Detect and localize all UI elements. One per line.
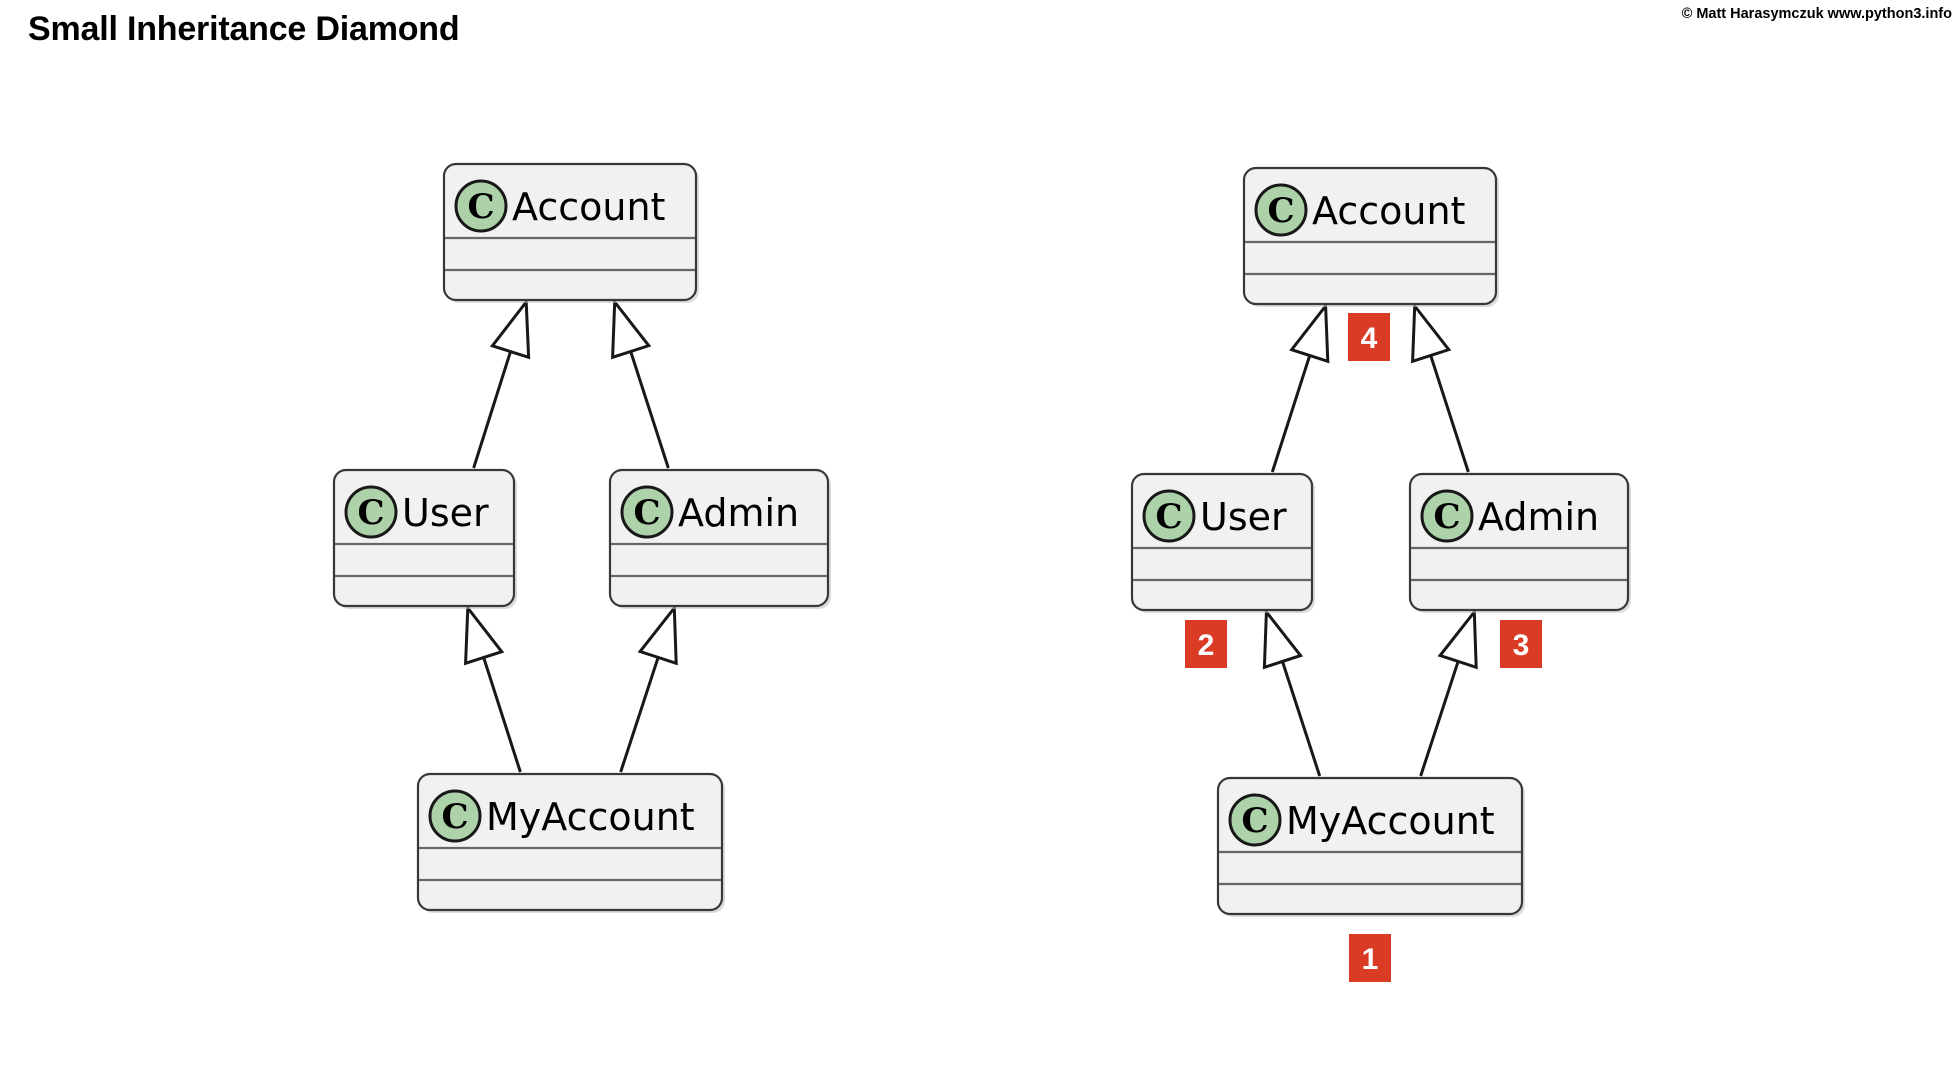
class-stereotype-icon <box>1142 489 1196 543</box>
inheritance-arrowhead <box>1262 607 1304 670</box>
class-name-label: Account <box>1312 189 1465 233</box>
generalization-edge <box>463 603 522 773</box>
mro-order-badge-1: 1 <box>1349 934 1391 982</box>
badge-background <box>1348 313 1390 361</box>
mro-order-badge-3: 3 <box>1500 620 1542 668</box>
inheritance-arrowhead <box>463 603 505 666</box>
edge-line <box>472 345 514 469</box>
uml-class-myaccount[interactable]: C MyAccount <box>416 772 725 913</box>
class-stereotype-icon <box>454 179 508 233</box>
class-body <box>1216 776 1524 916</box>
class-body <box>416 772 724 912</box>
uml-class-account[interactable]: C Account <box>1242 166 1499 307</box>
badge-background <box>1500 620 1542 668</box>
generalization-edge <box>472 297 531 469</box>
class-stereotype-icon <box>1254 183 1308 237</box>
inheritance-arrowhead <box>1437 607 1478 670</box>
inheritance-arrowhead <box>489 297 531 360</box>
uml-class-myaccount[interactable]: C MyAccount <box>1216 776 1525 917</box>
class-stereotype-letter: C <box>441 797 468 837</box>
class-body <box>1242 166 1498 306</box>
uml-class-account[interactable]: C Account <box>442 162 699 303</box>
class-name-label: User <box>402 491 489 535</box>
class-stereotype-letter: C <box>1433 497 1460 537</box>
inheritance-arrowhead <box>611 297 652 360</box>
class-stereotype-icon <box>620 485 674 539</box>
edges-layer <box>463 297 1478 777</box>
class-stereotype-letter: C <box>467 187 494 227</box>
page-title: Small Inheritance Diamond <box>28 10 460 48</box>
class-name-label: Admin <box>1478 495 1599 539</box>
badge-label: 4 <box>1361 322 1378 355</box>
edge-line <box>1279 655 1322 777</box>
badges-layer: 1 2 3 4 <box>1185 313 1542 982</box>
uml-class-user[interactable]: C User <box>1130 472 1315 613</box>
class-stereotype-icon <box>1420 489 1474 543</box>
class-body <box>442 162 698 302</box>
class-stereotype-letter: C <box>633 493 660 533</box>
copyright-notice: © Matt Harasymczuk www.python3.info <box>1681 6 1952 22</box>
badge-label: 1 <box>1362 943 1379 976</box>
class-name-label: MyAccount <box>486 795 695 839</box>
mro-order-badge-4: 4 <box>1348 313 1390 361</box>
class-stereotype-letter: C <box>357 493 384 533</box>
class-stereotype-icon <box>428 789 482 843</box>
edge-line <box>1419 655 1462 777</box>
edge-line <box>1427 349 1470 473</box>
generalization-edge <box>1262 607 1322 777</box>
inheritance-arrowhead <box>637 603 678 666</box>
edge-line <box>627 345 670 469</box>
generalization-edge <box>611 297 670 469</box>
badge-label: 3 <box>1513 629 1530 662</box>
edge-line <box>619 651 662 773</box>
uml-class-user[interactable]: C User <box>332 468 517 609</box>
class-name-label: MyAccount <box>1286 799 1495 843</box>
inheritance-arrowhead <box>1289 301 1330 364</box>
edge-line <box>480 651 522 773</box>
class-stereotype-letter: C <box>1241 801 1268 841</box>
edge-line <box>1270 349 1313 473</box>
generalization-edge <box>1270 301 1330 473</box>
class-stereotype-letter: C <box>1155 497 1182 537</box>
inheritance-arrowhead <box>1411 301 1452 364</box>
generalization-edge <box>1419 607 1478 777</box>
badge-background <box>1349 934 1391 982</box>
badge-label: 2 <box>1198 629 1215 662</box>
generalization-edge <box>1411 301 1470 473</box>
class-stereotype-letter: C <box>1267 191 1294 231</box>
class-name-label: Admin <box>678 491 799 535</box>
uml-class-admin[interactable]: C Admin <box>608 468 831 609</box>
badge-background <box>1185 620 1227 668</box>
class-name-label: Account <box>512 185 665 229</box>
class-name-label: User <box>1200 495 1287 539</box>
uml-class-admin[interactable]: C Admin <box>1408 472 1631 613</box>
class-stereotype-icon <box>1228 793 1282 847</box>
mro-order-badge-2: 2 <box>1185 620 1227 668</box>
class-stereotype-icon <box>344 485 398 539</box>
generalization-edge <box>619 603 678 773</box>
